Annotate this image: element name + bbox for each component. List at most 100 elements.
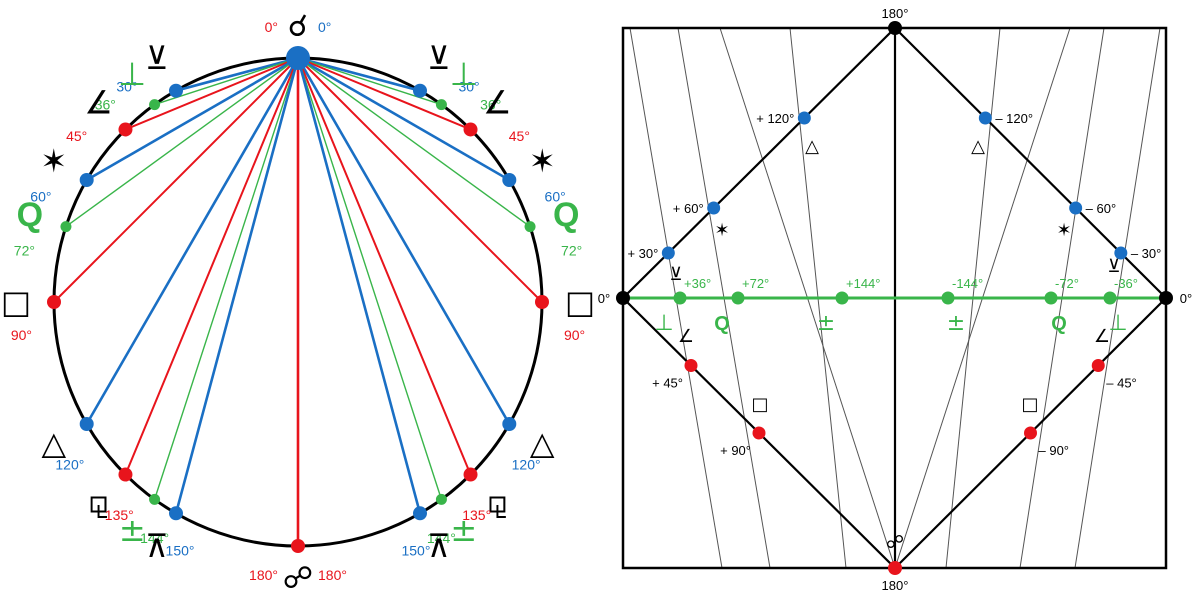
green-point-36 — [673, 291, 687, 305]
aspect-dot-72 — [60, 221, 72, 233]
semisquare-glyph: ∠ — [483, 84, 512, 122]
bottom-vertex-dot — [888, 561, 902, 575]
aspect-chord-30 — [297, 56, 421, 92]
aspect-chord-60 — [297, 56, 510, 182]
aspect-label-144: 144° — [140, 530, 169, 546]
semisquare-glyph: ∠ — [84, 84, 113, 122]
square-glyph: □ — [1021, 394, 1038, 415]
aspect-chord-144 — [153, 57, 299, 500]
aspect-label-72: 72° — [561, 242, 582, 258]
semisextile-glyph: ⊻ — [427, 39, 450, 77]
aspect-label-45: 45° — [66, 128, 87, 144]
aspect-dot-60 — [79, 173, 94, 187]
blue-point-left-120 — [797, 111, 811, 125]
aspect-label-60: 60° — [30, 189, 51, 205]
green-point-glyph: ± — [947, 311, 965, 336]
aspect-chord-144 — [297, 57, 443, 500]
sesquiquadrate-glyph: ⚼ — [486, 482, 508, 520]
left-label: 0° — [598, 291, 610, 306]
aspect-chord-90 — [297, 57, 543, 303]
semisquare-glyph: ∠ — [1094, 326, 1110, 347]
circle-aspect-panel: ⊻30°⊻30°⊥36°⊥36°∠45°∠45°✶60°✶60°Q72°Q72°… — [1, 9, 595, 596]
green-point-glyph: ⊥ — [654, 311, 673, 336]
aspect-label-30: 30° — [458, 78, 479, 94]
semisextile-glyph: ⊻ — [145, 39, 168, 77]
bottom-label-left: 180° — [249, 567, 278, 583]
quincunx-glyph: ⊼ — [145, 527, 168, 565]
trine-glyph: △ — [971, 136, 985, 157]
semisquare-glyph: ∠ — [678, 326, 694, 347]
blue-point-right-120 — [978, 111, 992, 125]
vertex-dot — [888, 21, 902, 35]
aspect-chord-45 — [297, 57, 471, 131]
green-point-glyph: Q — [714, 313, 730, 335]
aspect-dot-90 — [47, 295, 61, 309]
aspect-chord-150 — [296, 57, 422, 514]
biquintile-glyph: ± — [450, 511, 477, 549]
aspect-dot-180 — [291, 539, 305, 553]
red-point-left-45 — [684, 359, 698, 372]
red-point-label: + 45° — [652, 376, 683, 391]
biquintile-glyph: ± — [119, 511, 146, 549]
red-point-left-90 — [752, 426, 766, 440]
sextile-glyph: ✶ — [1056, 220, 1071, 241]
square-glyph: □ — [565, 283, 595, 321]
aspect-dot-45 — [118, 122, 133, 137]
aspect-dot-120 — [79, 417, 94, 431]
green-point-label: -72° — [1055, 276, 1079, 291]
trine-glyph: △ — [530, 424, 555, 462]
blue-point-label: – 30° — [1131, 246, 1162, 261]
green-point--72 — [1044, 291, 1058, 305]
blue-point-right-30 — [1114, 246, 1128, 260]
semisextile-glyph: ⊻ — [1107, 256, 1120, 277]
aspect-label-36: 36° — [480, 97, 501, 113]
aspect-dot-30 — [413, 83, 427, 98]
bottom-label-right: 180° — [318, 567, 347, 583]
square-glyph: □ — [1, 283, 31, 321]
top-label: 180° — [882, 6, 909, 21]
green-point-label: -36° — [1114, 276, 1138, 291]
green-point-label: +144° — [846, 276, 880, 291]
decile-glyph: ⊥ — [118, 55, 146, 93]
aspect-chord-60 — [86, 56, 299, 182]
blue-point-right-60 — [1069, 201, 1083, 215]
aspect-dot-150 — [169, 506, 183, 521]
conjunction-dot — [286, 46, 310, 70]
sextile-glyph: ✶ — [714, 220, 729, 241]
aspect-chord-135 — [124, 57, 299, 475]
blue-point-left-60 — [707, 201, 721, 215]
aspect-label-45: 45° — [509, 128, 530, 144]
blue-point-label: + 60° — [673, 201, 704, 216]
aspect-label-135: 135° — [105, 507, 134, 523]
aspect-label-135: 135° — [462, 507, 491, 523]
top-label-blue: 0° — [318, 19, 331, 35]
square-aspect-panel: + 30°+ 60°+ 120°– 30°– 60°– 120°+ 45°+ 9… — [598, 6, 1192, 593]
sextile-glyph: ✶ — [40, 142, 67, 180]
aspect-chord-30 — [175, 56, 299, 92]
aspect-dot-36 — [149, 99, 161, 111]
green-point--36 — [1103, 291, 1117, 305]
aspect-label-144: 144° — [427, 530, 456, 546]
red-point-label: – 90° — [1039, 443, 1070, 458]
aspect-label-120: 120° — [55, 456, 84, 472]
green-point-label: +72° — [742, 276, 769, 291]
aspect-dot-45 — [463, 122, 478, 137]
aspect-chord-150 — [174, 57, 300, 514]
aspect-dot-144 — [149, 493, 161, 505]
sesquiquadrate-glyph: ⚼ — [88, 482, 110, 520]
aspect-chord-90 — [53, 57, 299, 303]
aspect-dot-60 — [502, 173, 517, 187]
aspect-dot-120 — [502, 417, 517, 431]
square-glyph: □ — [751, 394, 768, 415]
semisextile-glyph: ⊻ — [669, 264, 682, 285]
aspect-dot-144 — [435, 493, 447, 505]
aspect-dot-150 — [413, 506, 427, 521]
aspect-dot-135 — [118, 467, 133, 482]
quintile-glyph: Q — [553, 196, 579, 234]
red-point-label: + 90° — [720, 443, 751, 458]
blue-point-label: – 60° — [1086, 201, 1117, 216]
green-point--144 — [941, 291, 955, 305]
aspect-chord-120 — [85, 57, 300, 425]
aspect-label-90: 90° — [11, 327, 32, 343]
aspect-chord-120 — [296, 57, 511, 425]
